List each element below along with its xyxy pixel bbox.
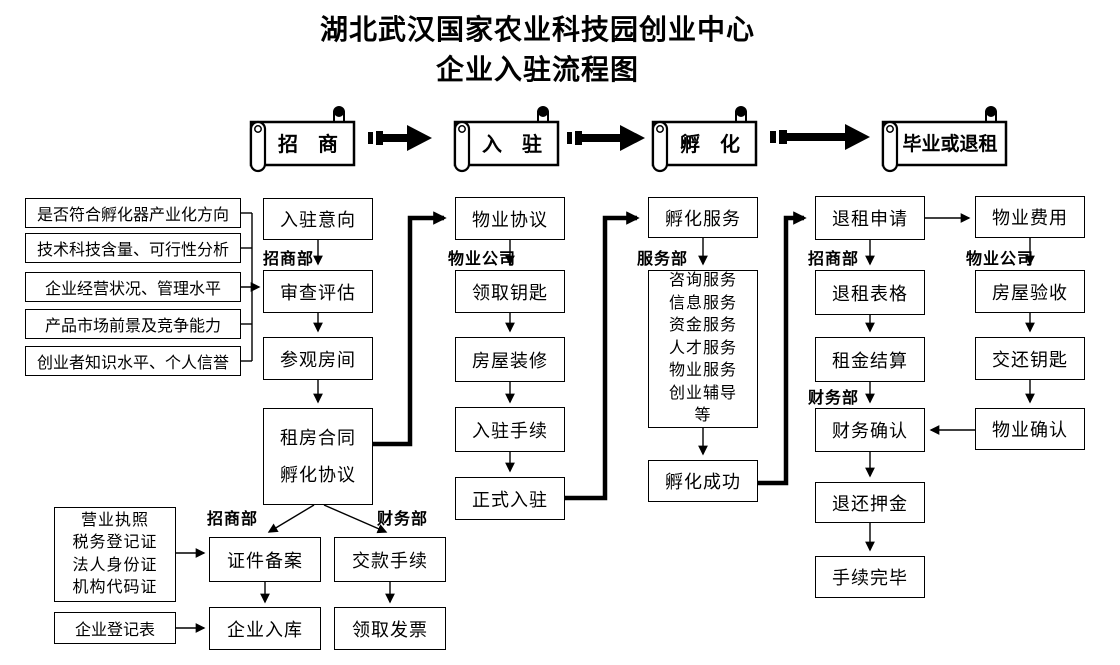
criteria-box: 创业者知识水平、个人信誉 (25, 346, 241, 376)
contract-line1: 租房合同 (280, 427, 356, 448)
archive-box: 企业入库 (209, 607, 321, 650)
page-title-line2: 企业入驻流程图 (435, 55, 639, 86)
service-line: 信息服务 (668, 294, 737, 312)
rent-settlement-box: 租金结算 (815, 337, 925, 382)
stage-arrow-icon (368, 125, 432, 151)
exit-form-box: 退租表格 (815, 270, 925, 315)
entry-intent-box: 入驻意向 (263, 198, 373, 240)
contract-line2: 孵化协议 (280, 465, 356, 486)
movein-procedure-box: 入驻手续 (455, 407, 565, 452)
renovation-box: 房屋装修 (455, 337, 565, 382)
official-movein-box: 正式入驻 (455, 477, 565, 520)
dept-label-property1: 物业公司 (448, 251, 517, 268)
service-line: 资金服务 (668, 317, 737, 335)
procedure-complete-box: 手续完毕 (815, 556, 925, 598)
incubation-success-box: 孵化成功 (648, 460, 758, 502)
dept-label-recruit2: 招商部 (808, 251, 860, 268)
criteria-box: 企业经营状况、管理水平 (25, 272, 241, 302)
service-line: 创业辅导 (668, 384, 737, 402)
stage-label: 孵 化 (680, 134, 740, 156)
invoice-box: 领取发票 (334, 607, 446, 650)
return-keys-box: 交还钥匙 (975, 337, 1085, 380)
incubation-service-box: 孵化服务 (648, 197, 758, 238)
stage-banner-graduate: 毕业或退租 (878, 103, 1008, 173)
house-inspection-box: 房屋验收 (975, 270, 1085, 313)
stage-arrow-icon (770, 124, 870, 150)
stage-arrow-icon (567, 125, 645, 151)
scroll-shape-icon (881, 106, 1008, 173)
dept-label-service: 服务部 (637, 251, 689, 268)
service-line: 人才服务 (668, 339, 737, 357)
lease-exit-apply-box: 退租申请 (815, 196, 925, 240)
stage-label: 入 驻 (482, 134, 542, 156)
stage-label: 毕业或退租 (902, 134, 998, 155)
dept-label-property2: 物业公司 (966, 251, 1035, 268)
stage-banner-incubate: 孵 化 (648, 103, 758, 173)
get-keys-box: 领取钥匙 (455, 270, 565, 313)
stage-banner-movein: 入 驻 (450, 103, 560, 173)
doc-line: 机构代码证 (72, 579, 158, 596)
payment-box: 交款手续 (334, 537, 446, 582)
doc-line: 法人身份证 (72, 556, 158, 574)
service-line: 物业服务 (668, 362, 737, 380)
scroll-shape-icon (453, 106, 560, 173)
dept-label-filing: 招商部 (207, 511, 259, 528)
scroll-shape-icon (651, 106, 758, 173)
property-agreement-box: 物业协议 (455, 197, 565, 240)
scroll-shape-icon (249, 106, 356, 173)
filing-box: 证件备案 (209, 537, 321, 582)
stage-label: 招 商 (278, 134, 338, 156)
visit-room-box: 参观房间 (263, 337, 373, 380)
criteria-box: 是否符合孵化器产业化方向 (25, 198, 241, 228)
criteria-box: 技术科技含量、可行性分析 (25, 233, 241, 263)
criteria-box: 产品市场前景及竞争能力 (25, 309, 241, 339)
service-line: 等 (694, 407, 712, 425)
dept-label-finance-bottom: 财务部 (377, 511, 429, 528)
property-confirm-box: 物业确认 (975, 408, 1085, 450)
doc-line: 税务登记证 (72, 534, 158, 551)
page-title-line1: 湖北武汉国家农业科技园创业中心 (319, 15, 755, 46)
review-box: 审查评估 (263, 270, 373, 313)
dept-label-finance: 财务部 (808, 390, 860, 407)
stage-banner-recruit: 招 商 (246, 103, 356, 173)
dept-label-recruit: 招商部 (263, 251, 315, 268)
contract-box: 租房合同 孵化协议 (263, 408, 373, 505)
services-list-box: 咨询服务 信息服务 资金服务 人才服务 物业服务 创业辅导 等 (648, 270, 758, 428)
company-form-box: 企业登记表 (54, 612, 176, 644)
finance-confirm-box: 财务确认 (815, 408, 925, 452)
service-line: 咨询服务 (668, 272, 737, 290)
deposit-return-box: 退还押金 (815, 482, 925, 523)
doc-line: 营业执照 (80, 511, 149, 529)
license-docs-box: 营业执照 税务登记证 法人身份证 机构代码证 (54, 507, 176, 602)
property-fee-box: 物业费用 (975, 196, 1085, 238)
